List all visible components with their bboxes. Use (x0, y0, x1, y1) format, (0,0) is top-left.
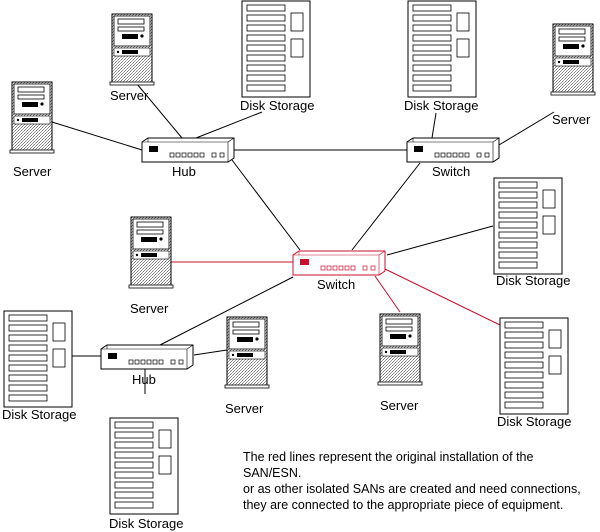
server-label: Server (552, 112, 591, 127)
hub-label: Hub (132, 372, 156, 387)
disk-storage-icon (241, 0, 311, 98)
disk-storage-label: Disk Storage (109, 516, 183, 531)
server-icon (9, 81, 55, 154)
disk-storage-label: Disk Storage (497, 414, 571, 429)
server-icon (224, 316, 270, 389)
hub-icon (141, 137, 235, 163)
server-label: Server (380, 398, 419, 413)
server-icon (550, 23, 596, 96)
switch-label: Switch (317, 277, 355, 292)
hub-icon (100, 344, 194, 370)
note-line-isolated-sans: or as other isolated SANs are created an… (243, 482, 581, 512)
red-links (170, 261, 501, 326)
black-links (51, 83, 555, 394)
link-hub-server-bottom (193, 349, 228, 356)
red-link-central-server (374, 275, 401, 313)
legend-note: The red lines represent the original ins… (243, 449, 595, 513)
server-label: Server (13, 164, 52, 179)
server-icon (377, 313, 423, 386)
link-server-top-hub (136, 83, 183, 139)
server-label: Server (110, 88, 149, 103)
disk-storage-icon (493, 177, 563, 275)
link-server-left-hub (51, 121, 143, 151)
hub-label: Hub (172, 164, 196, 179)
link-server-right-switch (498, 111, 555, 146)
link-central-storage-right (386, 225, 494, 256)
switch-label: Switch (432, 164, 470, 179)
link-hub-central (231, 159, 301, 251)
server-label: Server (225, 401, 264, 416)
server-label: Server (130, 301, 169, 316)
note-line-red-lines: The red lines represent the original ins… (243, 450, 534, 480)
link-storage-switch (431, 112, 437, 139)
red-link-central-storage (382, 267, 501, 326)
disk-storage-label: Disk Storage (240, 98, 314, 113)
disk-storage-icon (109, 417, 179, 515)
disk-storage-label: Disk Storage (2, 407, 76, 422)
disk-storage-icon (3, 310, 73, 408)
server-icon (109, 13, 155, 86)
switch-icon (406, 137, 500, 163)
disk-storage-label: Disk Storage (496, 273, 570, 288)
link-central-hub-left (159, 276, 294, 346)
disk-storage-icon (499, 317, 569, 415)
disk-storage-icon (407, 0, 477, 98)
disk-storage-label: Disk Storage (404, 98, 478, 113)
switch-icon (292, 250, 386, 276)
link-storage-top-hub (195, 111, 263, 139)
server-icon (128, 216, 174, 289)
link-switch-central (351, 162, 421, 251)
